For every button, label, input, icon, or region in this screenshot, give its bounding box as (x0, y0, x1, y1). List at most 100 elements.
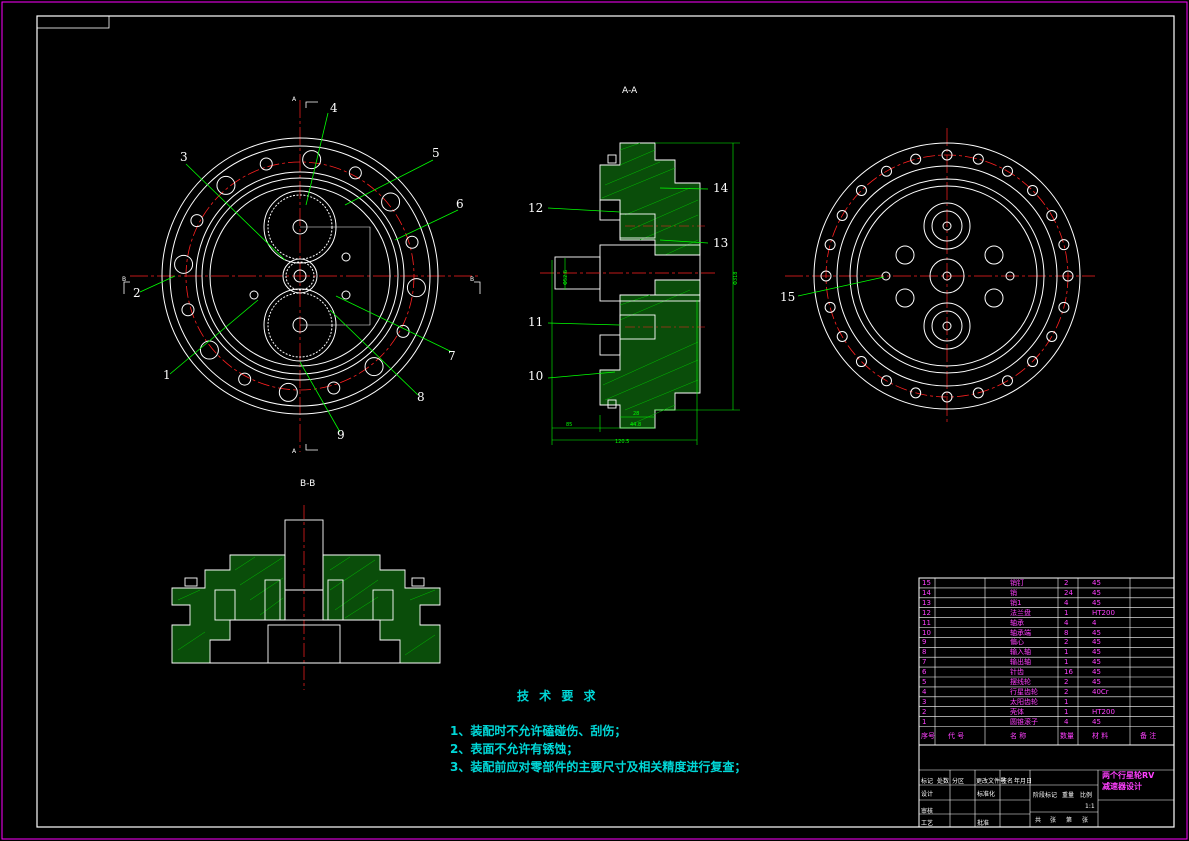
front-leaders (139, 112, 459, 433)
bom-cell-material: 45 (1092, 717, 1101, 726)
bom-cell-material: 45 (1092, 638, 1101, 647)
bolt-hole (406, 278, 426, 298)
bom-cell-name: 输入轴 (1010, 648, 1031, 657)
bolt-hole (278, 382, 298, 402)
bom-cell-no: 13 (922, 598, 931, 607)
flange-hole (824, 301, 836, 313)
bom-cell-qty: 1 (1064, 608, 1069, 617)
balloon-11: 11 (528, 315, 544, 329)
bom-cell-qty: 1 (1064, 707, 1069, 716)
flange-hole (910, 153, 922, 165)
bom-cell-name: 输出轴 (1010, 658, 1031, 667)
title-block-label: 分区 (952, 778, 965, 785)
corner-tab (36, 15, 110, 29)
balloon-5: 5 (432, 146, 440, 160)
bom-cell-material: HT200 (1092, 707, 1115, 716)
bom-cell-name: 摆线轮 (1010, 678, 1031, 686)
flange-hole (1027, 356, 1039, 368)
mark-a-top: A (292, 96, 297, 103)
bom-cell-material: 45 (1092, 628, 1101, 637)
bom-cell-name: 销钉 (1010, 579, 1024, 587)
bom-cell-no: 14 (922, 588, 931, 597)
title-block-label: 标准化 (977, 791, 996, 798)
bolt-hole (174, 254, 194, 274)
flange-hole (972, 387, 984, 399)
requirements-title: 技 术 要 求 (517, 689, 599, 703)
mark-a-bottom: A (292, 448, 297, 455)
title-block-label: 年月日 (1014, 778, 1033, 785)
bom-cell-no: 5 (922, 678, 927, 686)
title-block-label: 签名 (1001, 778, 1014, 785)
balloon-4: 4 (330, 101, 338, 115)
title-block-label: 标记 (921, 778, 934, 785)
bom-cell-name: 圆锥滚子 (1010, 717, 1038, 726)
bolt-hole (381, 192, 401, 212)
section-b-view (171, 505, 441, 690)
balloon-7: 7 (448, 349, 456, 363)
svg-text:85: 85 (566, 422, 572, 428)
title-block-label: 第 (1066, 817, 1073, 824)
title-block-label: 张 (1082, 817, 1089, 824)
bolt-hole (181, 303, 195, 317)
bolt-hole (216, 175, 236, 195)
title-block-label: 审核 (921, 808, 934, 815)
bom-cell-qty: 16 (1064, 668, 1073, 677)
rear-leader (797, 276, 885, 297)
balloon-6: 6 (456, 197, 464, 211)
svg-text:44.8: 44.8 (630, 422, 641, 428)
bolt-hole (364, 357, 384, 377)
svg-text:120.5: 120.5 (615, 439, 629, 445)
bom-cell-no: 8 (922, 648, 927, 657)
balloon-9: 9 (337, 428, 345, 442)
flange-hole (1058, 301, 1070, 313)
section-a-view: 85 44.8 28 120.5 Φ318 Φ52.6 (540, 142, 740, 445)
flange-hole (910, 387, 922, 399)
title-block-label: 重量 (1062, 792, 1075, 799)
balloon-1: 1 (163, 368, 171, 382)
flange-hole (941, 149, 953, 161)
bom-cell-name: 壳体 (1010, 707, 1024, 716)
svg-text:Φ52.6: Φ52.6 (563, 270, 569, 285)
front-view (123, 100, 481, 452)
drawing-title-line1: 两个行星轮RV (1102, 771, 1155, 780)
bom-cell-name: 轴承端 (1010, 628, 1031, 637)
bom-cell-qty: 4 (1064, 717, 1069, 726)
bolt-hole (302, 150, 322, 170)
flange-hole (881, 375, 892, 387)
balloon-3: 3 (180, 150, 188, 164)
bom-cell-qty: 1 (1064, 648, 1069, 657)
bom-header-no: 序号 (921, 732, 935, 740)
bolt-hole (396, 324, 410, 338)
svg-text:28: 28 (633, 411, 639, 417)
flange-hole (824, 239, 836, 251)
mark-b-left: B (122, 276, 127, 283)
bolt-hole (190, 214, 204, 228)
bom-cell-material: 45 (1092, 648, 1101, 657)
flange-hole (836, 331, 848, 342)
bom-cell-no: 2 (922, 707, 927, 716)
bom-cell-name: 太阳齿轮 (1010, 697, 1038, 706)
balloon-12: 12 (528, 201, 544, 215)
title-block-label: 张 (1050, 817, 1057, 824)
bom-cell-no: 3 (922, 697, 927, 706)
balloon-8: 8 (417, 390, 425, 404)
flange-hole (1002, 375, 1013, 387)
bom-cell-qty: 1 (1064, 697, 1069, 706)
requirement-item: 1、装配时不允许磕碰伤、刮伤； (450, 724, 627, 738)
svg-text:Φ318: Φ318 (733, 272, 739, 285)
bolt-hole (405, 235, 419, 249)
bolt-hole (238, 372, 252, 386)
bom-cell-material: 45 (1092, 678, 1101, 686)
bom-cell-name: 法兰盘 (1010, 608, 1031, 617)
bom-cell-name: 销 (1010, 588, 1017, 597)
bom-cell-name: 行星齿轮 (1010, 687, 1038, 696)
title-block-label: 更改文件号 (976, 778, 1007, 785)
bom-cell-qty: 2 (1064, 638, 1069, 647)
flange-hole (1046, 210, 1058, 221)
title-block-label: 比例 (1080, 792, 1093, 799)
mark-b-right: B (470, 276, 475, 283)
title-block-label: 处数 (937, 778, 950, 785)
bom-cell-qty: 8 (1064, 628, 1069, 637)
